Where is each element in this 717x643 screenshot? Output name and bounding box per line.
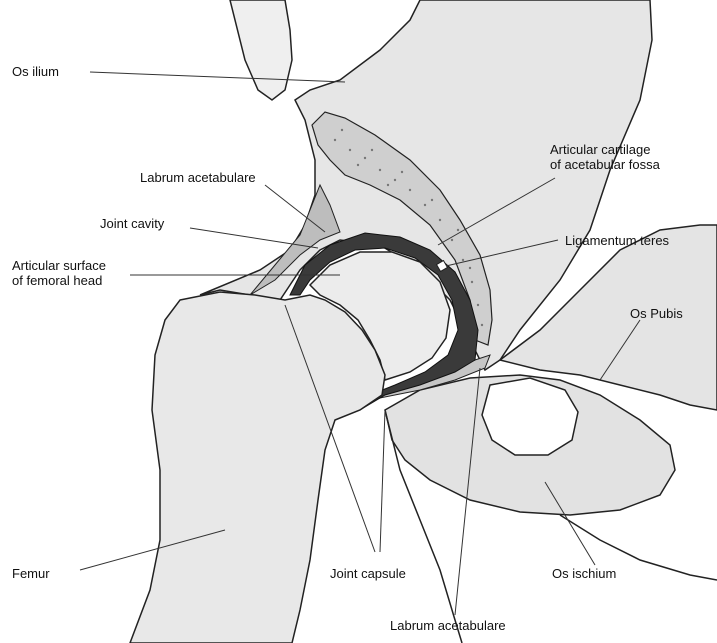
label-joint-capsule: Joint capsule [330,566,406,581]
os-ilium-upper [230,0,292,100]
label-joint-cavity: Joint cavity [100,216,164,231]
femur-bone [130,292,385,643]
label-labrum-acetabulare-top: Labrum acetabulare [140,170,256,185]
label-labrum-acetabulare-bottom: Labrum acetabulare [390,618,506,633]
label-os-pubis: Os Pubis [630,306,683,321]
leader-os-ilium [90,72,345,82]
label-ligamentum-teres: Ligamentum teres [565,233,669,248]
label-os-ilium: Os ilium [12,64,59,79]
label-articular-surface: Articular surface of femoral head [12,258,106,288]
obturator-foramen [482,378,578,455]
label-os-ischium: Os ischium [552,566,616,581]
leader-joint-capsule-2 [380,410,385,552]
label-articular-cartilage: Articular cartilage of acetabular fossa [550,142,660,172]
label-femur: Femur [12,566,50,581]
